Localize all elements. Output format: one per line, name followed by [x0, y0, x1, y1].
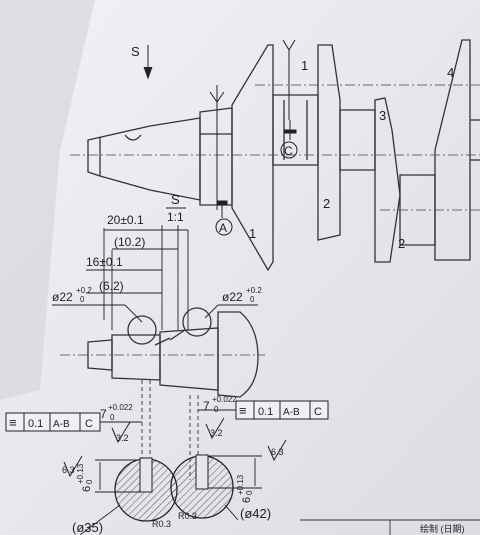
- part-number-2-mid: 2: [323, 196, 330, 211]
- datum-c-label: C: [284, 144, 293, 158]
- depth-6-right: 6: [241, 497, 253, 503]
- depth-6-right-tol-low: 0: [245, 490, 254, 495]
- tolerance-leaders: [100, 409, 236, 423]
- dia22-leaders: [52, 304, 258, 323]
- width-7-right-tol-up: +0.022: [212, 395, 237, 404]
- part-number-2-right: 2: [398, 236, 405, 251]
- width-7-right: 7: [203, 399, 210, 413]
- width-7-right-tol-low: 0: [214, 405, 219, 414]
- section-circle-35: [114, 457, 178, 522]
- depth-6-left-group: 6 +0.13 0: [76, 463, 94, 492]
- dia22-right: ø22: [222, 290, 243, 304]
- dia-35-label: (ø35): [72, 520, 103, 535]
- r03-left: R0.3: [152, 519, 171, 529]
- part-number-4: 4: [447, 65, 454, 80]
- part-number-1-bottom: 1: [249, 226, 256, 241]
- depth-6-left-tol-up: +0.13: [76, 463, 85, 484]
- section-label-s: S: [131, 44, 140, 59]
- section-circle-42: [170, 454, 234, 519]
- dimension-lines: [86, 225, 189, 330]
- datum-a-label: A: [219, 221, 227, 235]
- dim-6-2: (6.2): [99, 279, 124, 293]
- dim-20: 20±0.1: [107, 213, 144, 227]
- title-block-label: 绘制 (日期): [420, 523, 465, 534]
- dia22-left-tol-up: +0.2: [76, 286, 92, 295]
- dia22-right-tol-low: 0: [250, 295, 255, 304]
- surface-finish-2: 3.2: [210, 428, 223, 438]
- dia22-left-tol-low: 0: [80, 295, 85, 304]
- detail-label-s: S: [171, 192, 180, 207]
- depth-dim-lines: [79, 455, 262, 535]
- surface-finish-1: 3.2: [116, 433, 129, 443]
- depth-6-left: 6: [81, 486, 93, 492]
- tol-left-value: 0.1: [28, 418, 43, 430]
- width-7-left-tol-up: +0.022: [108, 403, 133, 412]
- dim-16: 16±0.1: [86, 255, 123, 269]
- shadow-area: [0, 0, 95, 400]
- surface-finish-symbols: [63, 417, 287, 478]
- dia-42-label: (ø42): [240, 506, 271, 521]
- dia22-left: ø22: [52, 290, 73, 304]
- centerlines: [60, 84, 480, 356]
- crankshaft-main-view: [87, 39, 480, 272]
- tol-right-symbol: ≡: [239, 403, 247, 418]
- detail-scale: 1:1: [167, 210, 184, 224]
- tolerance-frame-right: ≡ 0.1 A-B C: [235, 400, 329, 420]
- tol-right-value: 0.1: [258, 406, 273, 418]
- depth-6-right-tol-up: +0.13: [236, 474, 245, 495]
- r03-right: R0.3: [178, 511, 197, 521]
- width-7-left: 7: [100, 407, 107, 421]
- tolerance-frame-left: ≡ 0.1 A-B C: [5, 412, 101, 432]
- dia22-right-tol-up: +0.2: [246, 286, 262, 295]
- section-arrow-s: [143, 45, 153, 80]
- tol-right-datum2: C: [314, 406, 322, 418]
- dim-10-2: (10.2): [114, 235, 145, 249]
- detail-part-body: [87, 307, 259, 398]
- datum-c-marker: [280, 120, 298, 159]
- title-block: [300, 519, 480, 535]
- tol-left-datum2: C: [85, 418, 93, 430]
- tol-right-datum1: A-B: [283, 407, 300, 418]
- part-number-3: 3: [379, 108, 386, 123]
- surface-finish-3: 6.3: [62, 465, 75, 475]
- tol-left-symbol: ≡: [9, 415, 17, 430]
- depth-6-left-tol-low: 0: [85, 479, 94, 484]
- tol-left-datum1: A-B: [53, 419, 70, 430]
- top-dim-marker: [209, 39, 296, 210]
- part-number-1-top: 1: [301, 58, 308, 73]
- depth-6-right-group: 6 +0.13 0: [236, 474, 254, 503]
- width-7-left-tol-low: 0: [110, 413, 115, 422]
- surface-finish-4: 6.3: [271, 447, 284, 457]
